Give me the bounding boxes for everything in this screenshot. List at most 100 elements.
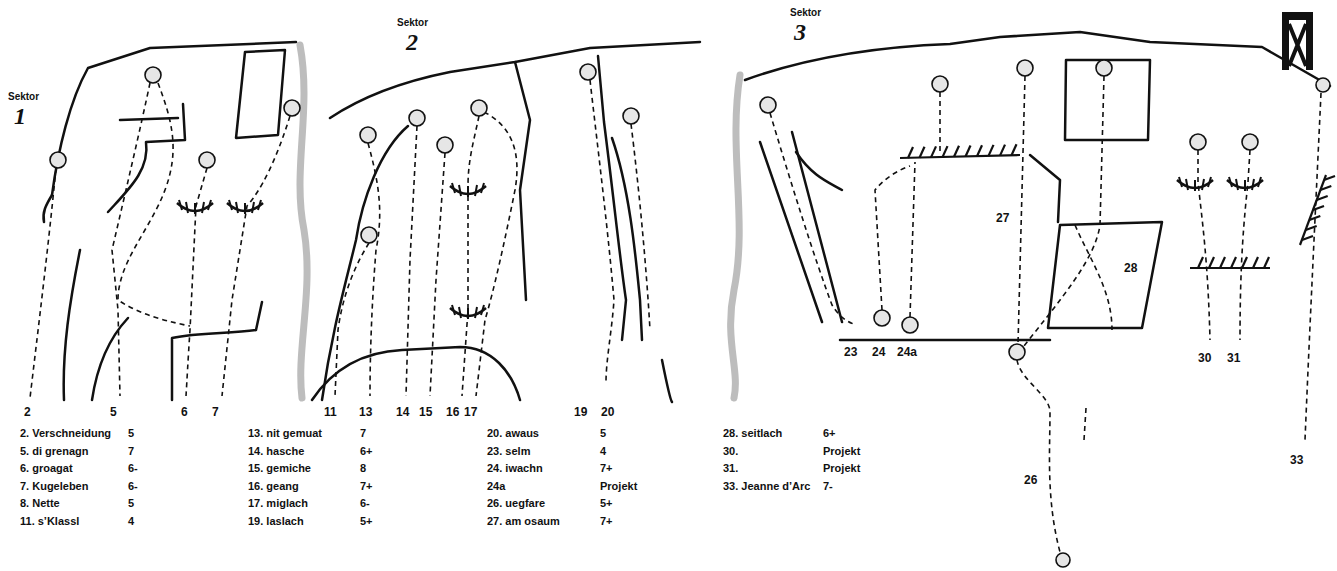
route-grade: 5 [600,428,606,439]
anchor-circle-part [1009,344,1025,360]
anchor-circle [50,60,1330,567]
callout-number: 31 [1227,352,1240,364]
route-line-part [186,168,207,396]
roof-hatch-part [1242,257,1247,268]
overhang-symbol [177,177,1263,319]
roof-hatch-part [1320,186,1331,190]
sector-label: Sektor [8,92,39,102]
anchor-circle-part [760,97,776,113]
route-grade: 7+ [360,481,373,492]
route-grade: 4 [600,446,606,457]
route-line-part [476,112,517,396]
route-grade: 7 [360,428,366,439]
roof-hatch-part [966,146,971,157]
roof-hatch-part [931,146,936,157]
rock-outline-part [52,42,296,195]
route-line-part [590,80,614,382]
sector-number: 1 [14,104,26,128]
route-line-part [1017,360,1060,552]
roof-hatch-part [943,146,948,157]
anchor-circle-part [580,64,596,80]
rock-outline-part [792,132,842,322]
callout-number: 11 [324,406,337,418]
roof-hatch-part [989,145,994,156]
overhang-symbol-part [1177,177,1213,191]
route-name: 27. am osaum [487,516,560,527]
route-line [30,76,1321,552]
sector-label: Sektor [397,18,428,28]
callout-number: 2 [24,406,31,418]
rock-outline-part [172,302,262,400]
route-name: 33. Jeanne d’Arc [723,481,810,492]
roof-hatch-part [977,145,982,156]
rock-outline-part [322,126,408,400]
route-grade: 7- [823,481,833,492]
roof-hatch-part [1324,176,1335,180]
route-name: 28. seitlach [723,428,782,439]
callout-number: 19 [574,406,587,418]
rock-outline-part [745,32,1330,86]
route-line-part [368,143,380,396]
overhang-symbol-part [227,200,263,214]
anchor-circle-part [1190,134,1206,150]
route-grade: 7+ [600,463,613,474]
route-line-part [222,116,290,396]
anchor-circle-part [471,100,487,116]
anchor-circle-part [1017,60,1033,76]
route-grade: Projekt [823,463,860,474]
rock-outline-part [108,104,185,212]
anchor-circle-part [902,317,918,333]
rock-outline-part [1048,222,1162,328]
route-grade: 6+ [360,446,373,457]
roof-hatch-part [900,155,1020,158]
roof-hatch-part [1313,206,1324,210]
route-line-part [1198,150,1210,340]
roof-hatch-part [1300,175,1326,245]
tower-icon-part [1306,12,1313,70]
callout-number: 23 [844,346,857,358]
route-line-part [118,83,190,326]
rock-outline-part [43,195,52,222]
anchor-circle-part [360,127,376,143]
roof-hatch-part [954,146,959,157]
roof-hatch-part [1264,257,1269,268]
roof-hatch-part [1231,257,1236,268]
callout-number: 5 [110,406,117,418]
callout-number: 20 [601,406,614,418]
anchor-circle-part [437,137,453,153]
rock-outline-part [92,318,128,400]
rock-outline-part [662,360,672,402]
route-name: 13. nit gemuat [248,428,322,439]
callout-number: 7 [212,406,219,418]
route-line-part [406,126,417,396]
route-line-part [1305,93,1321,440]
route-grade: 6- [128,481,138,492]
overhang-symbol-part [1227,177,1263,191]
callout-number: 30 [1198,352,1211,364]
route-line-part [462,116,479,396]
route-line-part [1240,150,1250,340]
route-name: 19. laslach [248,516,304,527]
route-grade: 4 [128,516,134,527]
sector-number: 3 [794,20,806,44]
route-name: 5. di grenagn [20,446,88,457]
route-name: 17. miglach [248,498,308,509]
route-grade: 6+ [823,428,836,439]
roof-hatch-part [1220,257,1225,268]
sector-label: Sektor [790,8,821,18]
tower-icon-part [1282,12,1289,70]
rock-outline-part [515,62,530,300]
callout-number: 16 [446,406,459,418]
callout-number: 24 [872,346,885,358]
route-line-part [875,166,910,310]
route-grade: 6- [360,498,370,509]
sector-number: 2 [406,30,418,54]
route-grade: 6- [128,463,138,474]
route-grade: 7+ [600,516,613,527]
anchor-circle-part [409,110,425,126]
anchor-circle-part [50,152,66,168]
route-line-part [112,83,150,396]
tower-icon [1282,12,1313,70]
